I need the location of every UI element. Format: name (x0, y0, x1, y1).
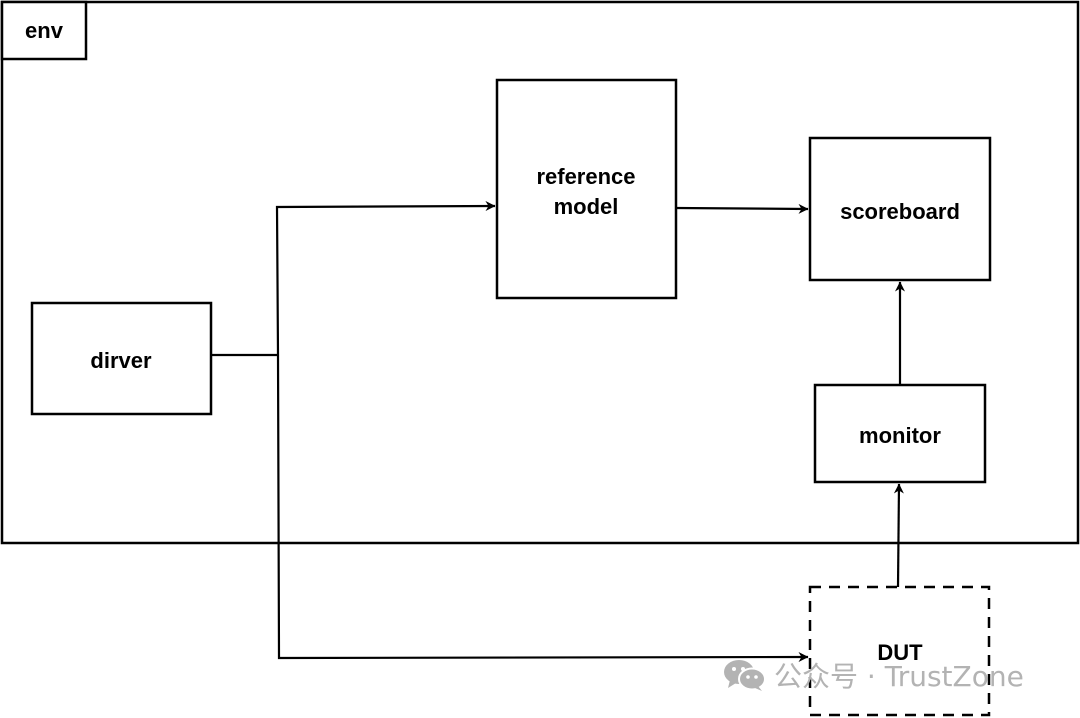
scoreboard-label: scoreboard (840, 199, 960, 224)
watermark-text: 公众号 · TrustZone (774, 660, 1024, 693)
arrow-reference-model-to-scoreboard (675, 203, 809, 214)
env-container (0, 0, 1080, 545)
scoreboard-block[interactable]: scoreboard (808, 136, 992, 282)
monitor-label: monitor (859, 423, 941, 448)
watermark: 公众号 · TrustZone (722, 655, 1024, 695)
dut-block[interactable]: DUT (808, 585, 991, 717)
env-label: env (25, 18, 64, 43)
driver-block[interactable]: dirver (30, 301, 213, 416)
reference-model-label-line2: model (554, 194, 619, 219)
driver-label: dirver (90, 348, 152, 373)
monitor-block[interactable]: monitor (813, 383, 987, 484)
arrow-dut-to-monitor (893, 483, 904, 588)
arrow-driver-to-dut (276, 354, 809, 663)
arrow-driver-to-reference-model (275, 201, 496, 356)
reference-model-label-line1: reference (536, 164, 635, 189)
dut-label: DUT (877, 640, 923, 665)
reference-model-block[interactable]: reference model (495, 78, 678, 300)
wechat-icon (722, 658, 768, 692)
env-label-box (0, 0, 88, 61)
